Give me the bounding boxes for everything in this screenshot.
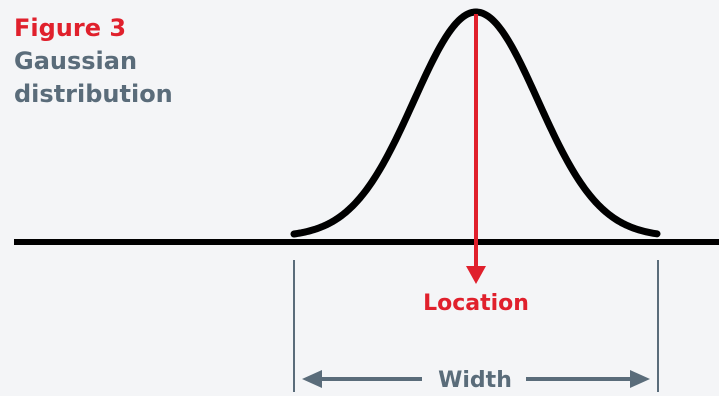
figure-title-line-2: distribution	[14, 80, 173, 108]
figure-title-line-1: Gaussian	[14, 47, 138, 75]
width-label: Width	[438, 368, 512, 393]
width-arrowhead-right	[630, 370, 650, 388]
location-arrowhead	[466, 266, 486, 284]
width-arrowhead-left	[302, 370, 322, 388]
location-label: Location	[423, 291, 529, 316]
figure-caption: Figure 3 Gaussian distribution	[14, 12, 173, 111]
gaussian-curve	[290, 8, 661, 238]
figure-label: Figure 3	[14, 14, 127, 42]
